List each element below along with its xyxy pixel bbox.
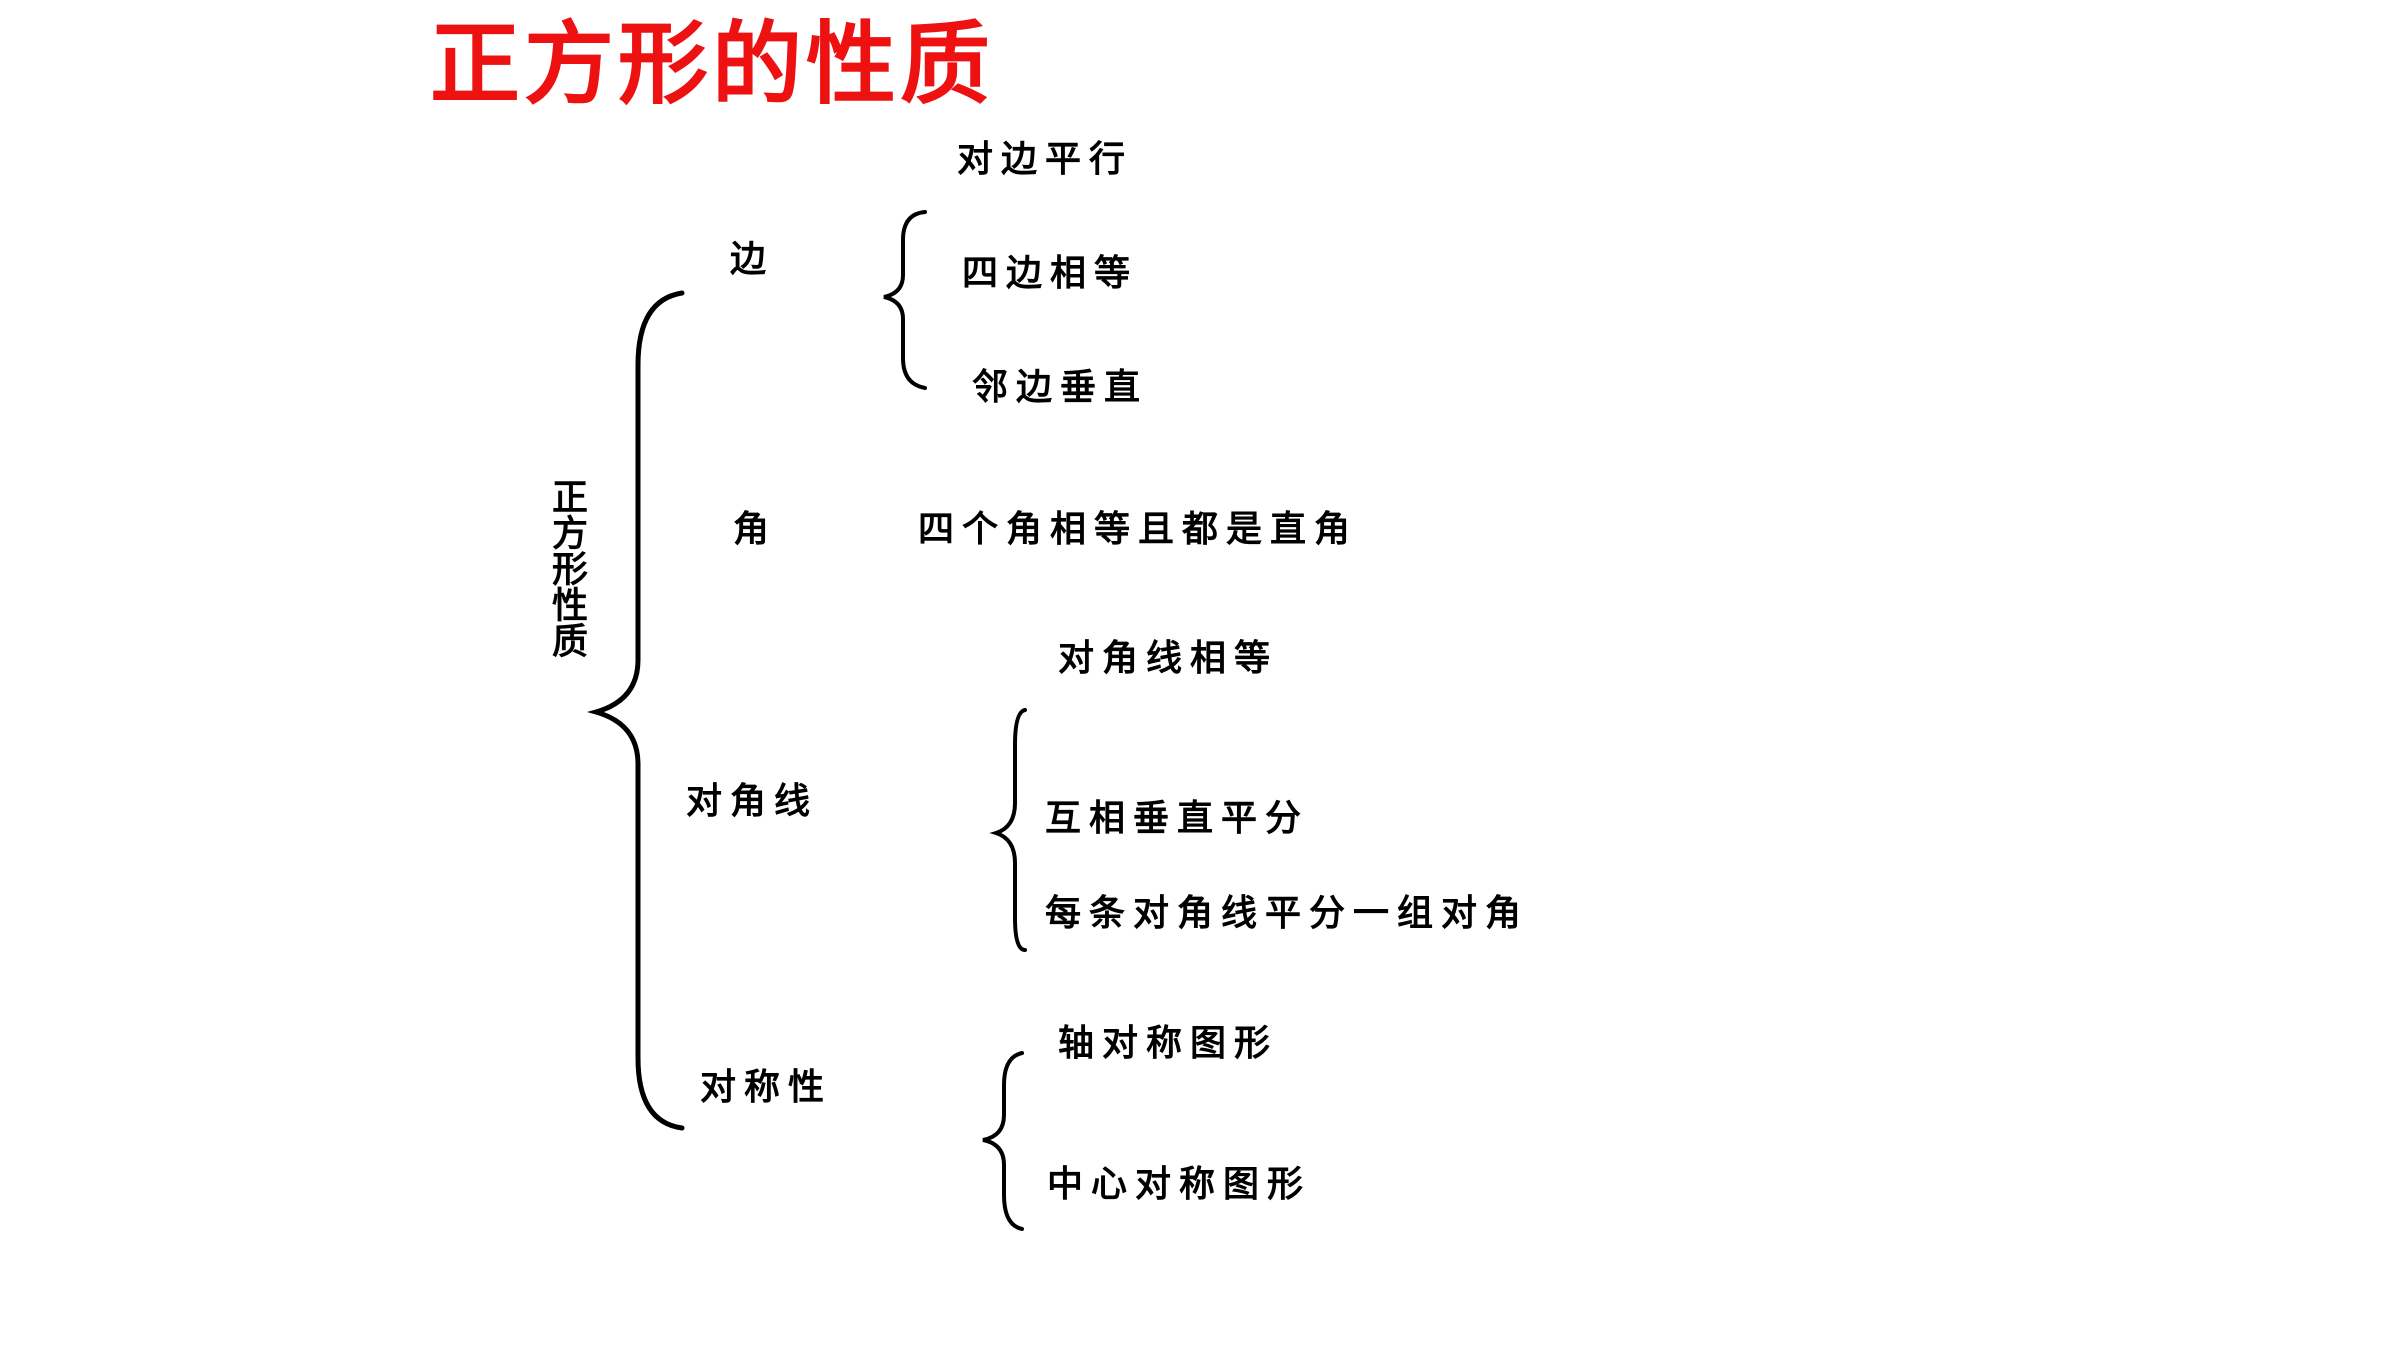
- diagonal-brace: [989, 708, 1027, 952]
- item-bisect-angles: 每条对角线平分一组对角: [1045, 893, 1530, 934]
- branch-label-symmetry: 对称性: [700, 1067, 833, 1108]
- page-title: 正方形的性质: [430, 12, 994, 117]
- root-label: 正方形性质: [546, 478, 587, 658]
- item-all-right-angles: 四个角相等且都是直角: [918, 509, 1359, 550]
- item-diagonals-equal: 对角线相等: [1058, 638, 1279, 679]
- item-adjacent-sides-perpendicular: 邻边垂直: [972, 367, 1149, 408]
- item-bisect-perpendicular: 互相垂直平分: [1045, 798, 1310, 839]
- root-brace: [586, 290, 685, 1131]
- item-opposite-sides-parallel: 对边平行: [957, 139, 1134, 180]
- symmetry-brace: [982, 1051, 1024, 1231]
- branch-label-diagonal: 对角线: [686, 781, 819, 822]
- edge-brace: [883, 210, 927, 390]
- item-central-symmetry: 中心对称图形: [1047, 1164, 1312, 1205]
- branch-label-angle: 角: [733, 509, 778, 550]
- branch-label-edge: 边: [730, 239, 775, 280]
- item-four-sides-equal: 四边相等: [962, 253, 1139, 294]
- item-axial-symmetry: 轴对称图形: [1058, 1023, 1279, 1064]
